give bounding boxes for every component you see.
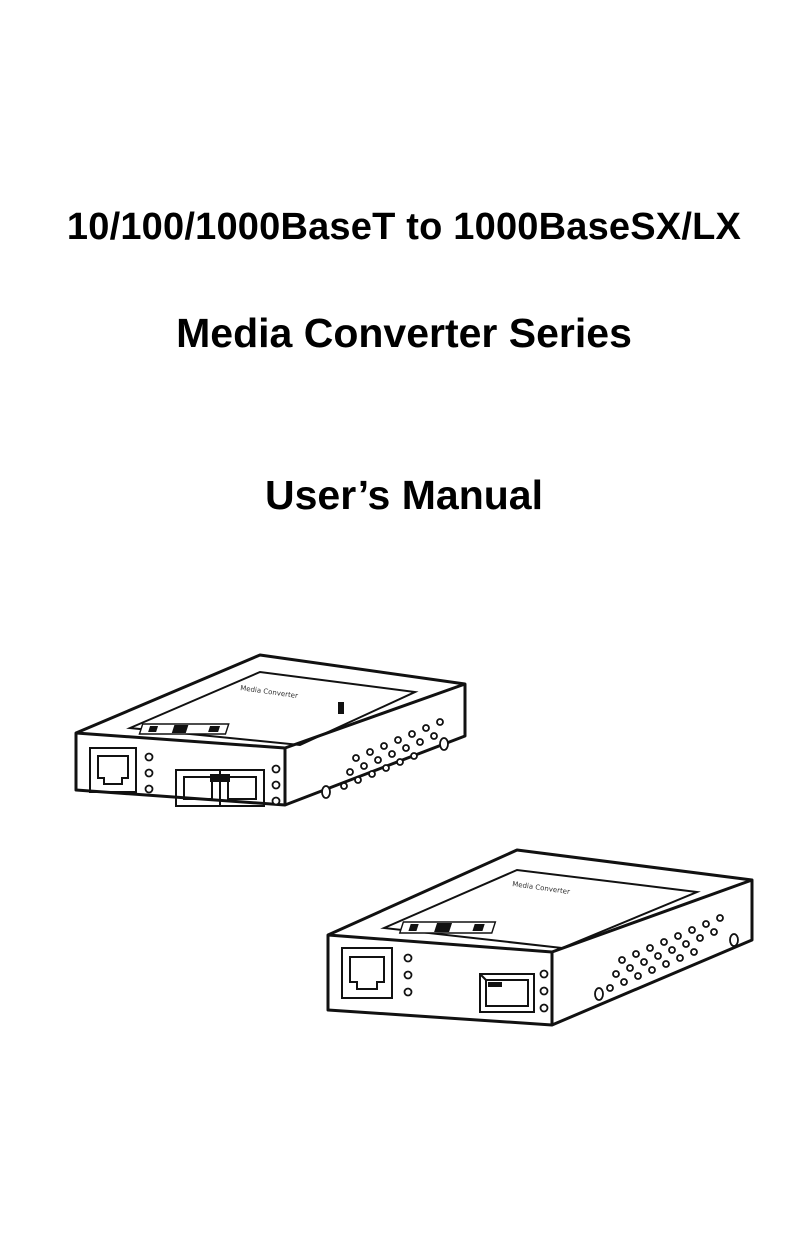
top-led-strip: [138, 723, 230, 735]
screw-icon: [321, 785, 331, 799]
led-indicator: [144, 768, 154, 778]
sfp-port-icon: [479, 973, 535, 1013]
vent-holes: [340, 718, 444, 790]
led-indicator: [539, 969, 549, 979]
led-indicator: [539, 986, 549, 996]
led-indicator: [403, 970, 413, 980]
vent-holes: [606, 914, 724, 992]
led-indicator: [403, 953, 413, 963]
screw-icon: [594, 987, 604, 1001]
device-body: [326, 848, 754, 1027]
led-indicator: [403, 987, 413, 997]
media-converter-sc-illustration: Media Converter: [74, 653, 467, 807]
led-indicator: [539, 1003, 549, 1013]
media-converter-sfp-illustration: Media Converter: [326, 848, 754, 1027]
led-indicator: [271, 780, 281, 790]
screw-icon: [439, 737, 449, 751]
top-mark: [338, 702, 344, 714]
title-line-1: 10/100/1000BaseT to 1000BaseSX/LX: [66, 206, 742, 248]
led-indicator: [271, 796, 281, 806]
manual-subtitle: User’s Manual: [265, 472, 543, 518]
led-indicator: [271, 764, 281, 774]
rj45-port-icon: [341, 947, 393, 999]
title-line-2: Media Converter Series: [176, 310, 632, 356]
led-indicator: [144, 752, 154, 762]
top-led-strip: [398, 921, 497, 934]
rj45-port-icon: [89, 747, 137, 793]
device-body: [74, 653, 467, 807]
led-indicator: [144, 784, 154, 794]
screw-icon: [729, 933, 739, 947]
top-label-panel: [126, 670, 419, 747]
sc-fiber-port-icon: [175, 769, 265, 807]
top-label-panel: [380, 868, 701, 950]
